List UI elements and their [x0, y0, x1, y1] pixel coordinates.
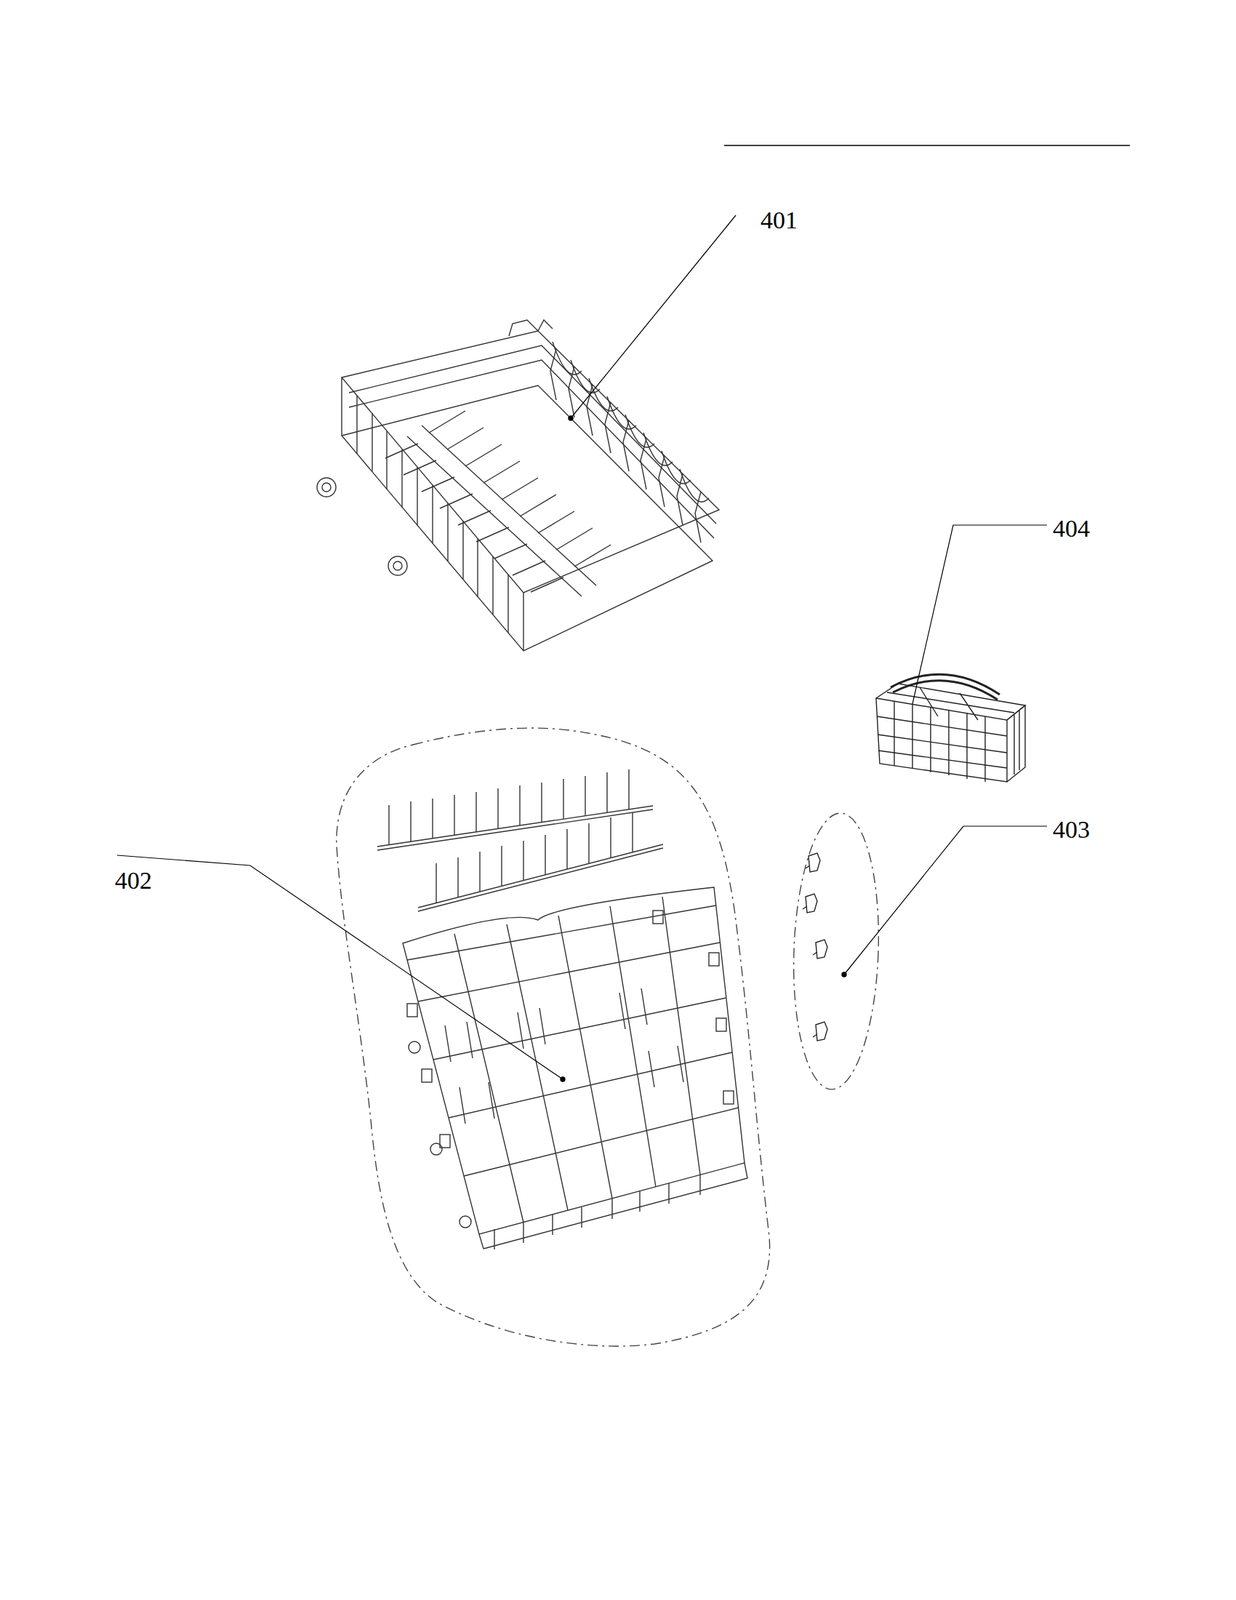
- header-rule: [724, 144, 1130, 147]
- callout-number: 404: [1052, 516, 1090, 541]
- rack-clips: [802, 852, 828, 1041]
- callout-number: 402: [114, 868, 152, 893]
- tine-rows: [377, 769, 664, 912]
- group-outline: [336, 727, 770, 1346]
- group-outline: [788, 811, 883, 1091]
- lower-rack: [402, 887, 748, 1250]
- upper-rack: [316, 319, 720, 651]
- cutlery-basket: [876, 673, 1026, 782]
- leader-line: [117, 215, 1047, 1079]
- callout-number: 403: [1052, 817, 1090, 842]
- leader-dot: [568, 415, 573, 421]
- leader-dot: [841, 972, 847, 977]
- leader-dot: [560, 1076, 565, 1082]
- callout-number: 401: [760, 207, 798, 233]
